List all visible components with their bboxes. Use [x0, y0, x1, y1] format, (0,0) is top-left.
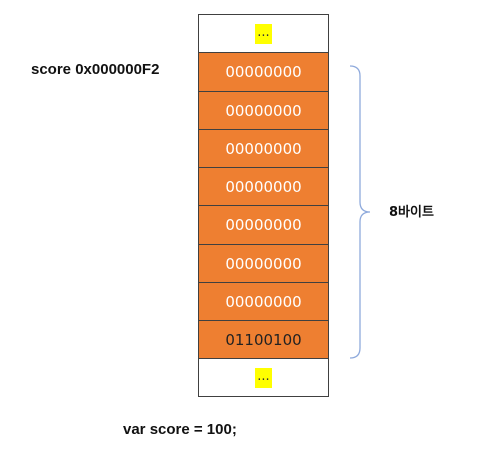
byte-value: 00000000 — [225, 63, 302, 81]
right-curly-brace-icon — [349, 65, 371, 359]
memory-byte-cell: 00000000 — [199, 92, 328, 130]
memory-byte-cell: 00000000 — [199, 283, 328, 321]
memory-byte-cell: 00000000 — [199, 168, 328, 206]
memory-column: ... 00000000 00000000 00000000 00000000 … — [198, 14, 329, 397]
byte-value: 01100100 — [225, 330, 302, 349]
byte-value: 00000000 — [225, 216, 302, 234]
memory-byte-cell: 00000000 — [199, 53, 328, 92]
byte-value: 00000000 — [225, 177, 302, 196]
memory-cell-ellipsis-top: ... — [199, 15, 328, 53]
memory-cell-ellipsis-bottom: ... — [199, 359, 328, 396]
byte-value: 00000000 — [225, 101, 302, 120]
ellipsis-top: ... — [255, 23, 272, 44]
memory-byte-cell: 00000000 — [199, 206, 328, 245]
byte-size-label: 8바이트 — [389, 205, 434, 220]
byte-value: 00000000 — [225, 139, 302, 158]
variable-address-label: score 0x000000F2 — [31, 61, 160, 78]
byte-value: 00000000 — [225, 292, 302, 311]
ellipsis-bottom: ... — [255, 367, 272, 388]
memory-byte-cell-value: 01100100 — [199, 321, 328, 359]
memory-byte-cell: 00000000 — [199, 130, 328, 168]
code-statement: var score = 100; — [123, 421, 237, 438]
memory-byte-cell: 00000000 — [199, 245, 328, 283]
byte-value: 00000000 — [225, 254, 302, 273]
